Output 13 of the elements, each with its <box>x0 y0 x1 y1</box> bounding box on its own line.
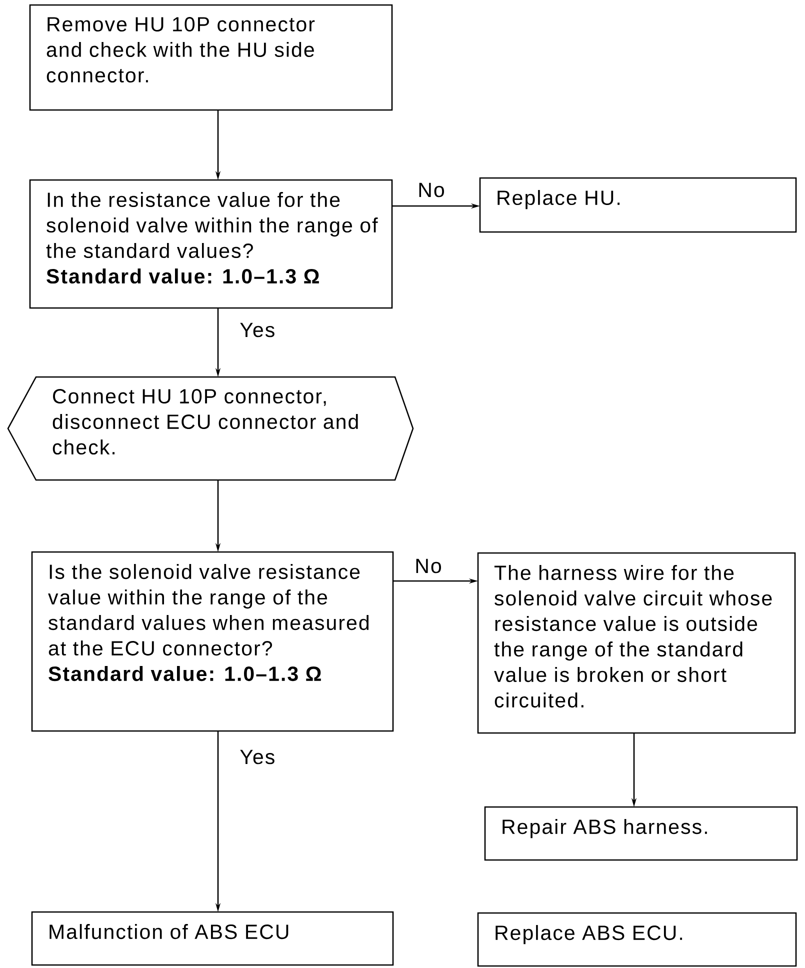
decision-box: Is the solenoid valve resistance value within the range of the standard values when measured at the ECU connector? Standard value: 1.0–1.3 Ω <box>31 551 394 732</box>
process-box: Repair ABS harness. <box>484 806 798 861</box>
process-box: Remove HU 10P connector and check with the HU side connector. <box>29 4 393 111</box>
process-box: Replace HU. <box>479 177 797 233</box>
edge-label: Yes <box>238 322 276 338</box>
edge-label: No <box>416 182 446 198</box>
process-box: Replace ABS ECU. <box>477 912 797 967</box>
process-box: Malfunction of ABS ECU <box>31 911 394 966</box>
hexagon-box: Connect HU 10P connector, disconnect ECU connector and check. <box>7 376 414 481</box>
edge-label: No <box>414 558 443 574</box>
edge-label: Yes <box>238 748 276 766</box>
process-box: The harness wire for the solenoid valve circuit whose resistance value is outside the range of the standard value is broken or short circuited. <box>477 552 796 734</box>
decision-box: In the resistance value for the solenoid valve within the range of the standard values? Standard value: 1.0–1.3 Ω <box>29 179 393 309</box>
